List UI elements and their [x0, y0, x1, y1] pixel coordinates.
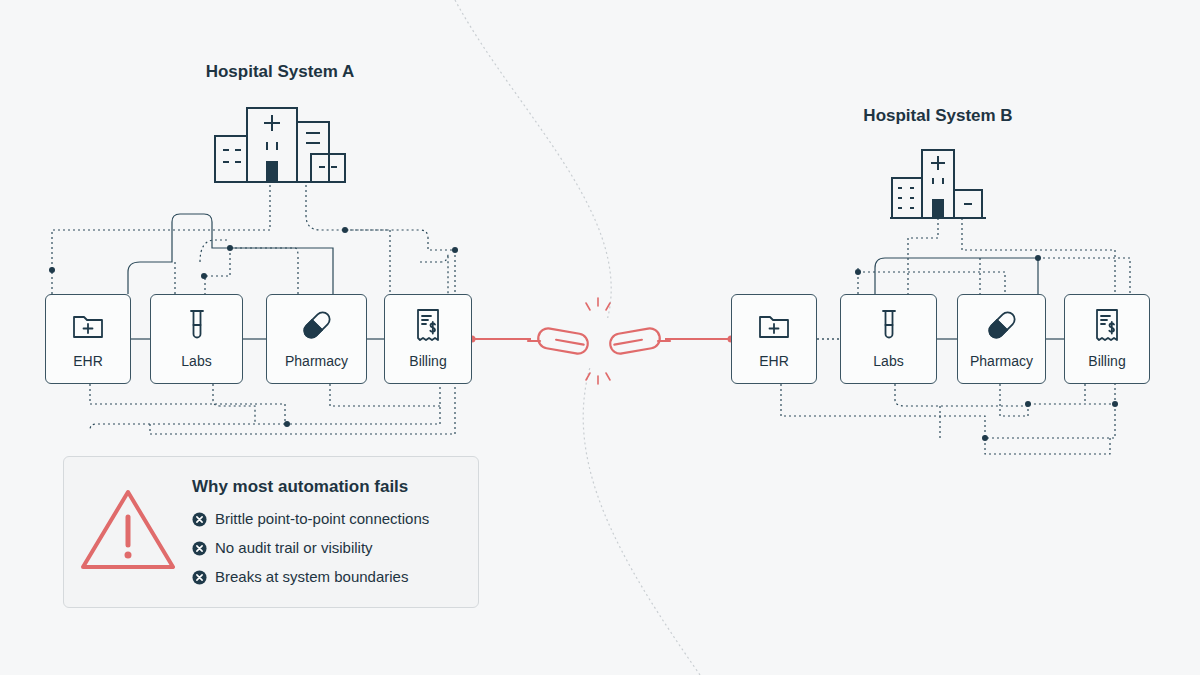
separator-line [455, 0, 700, 675]
folder-icon [754, 305, 794, 345]
hospital-title: Hospital System A [180, 62, 380, 82]
folder-icon [68, 305, 108, 345]
connector [243, 339, 266, 340]
box-label: EHR [732, 353, 816, 369]
connector-line [131, 338, 150, 339]
hospital-title: Hospital System B [838, 106, 1038, 126]
hospital-node: Hospital System B [838, 106, 1038, 218]
x-circle-icon [192, 541, 207, 556]
system-box: Labs [840, 294, 937, 384]
building-holder [888, 148, 988, 224]
bullet-text: Breaks at system boundaries [215, 568, 408, 585]
box-label: EHR [46, 353, 130, 369]
system-box: Pharmacy [266, 294, 367, 384]
warning-triangle [78, 487, 178, 573]
tube-icon [869, 305, 909, 345]
bullet-text: Brittle point-to-point connections [215, 510, 429, 527]
connector [817, 339, 840, 340]
callout-box: Why most automation failsBrittle point-t… [63, 456, 479, 608]
box-label: Pharmacy [958, 353, 1045, 369]
connector-line [472, 338, 731, 340]
spark-lines [586, 298, 610, 384]
building-holder [213, 104, 347, 188]
receipt-icon [1087, 305, 1127, 345]
connector-line [1046, 338, 1064, 339]
x-circle-icon [192, 570, 207, 585]
link-gap [531, 318, 665, 366]
hospital-building [888, 148, 988, 220]
chain-link-right [609, 327, 670, 355]
system-box: Labs [150, 294, 243, 384]
connector-line [937, 338, 957, 339]
system-box: EHR [731, 294, 817, 384]
callout-heading: Why most automation fails [192, 477, 408, 497]
connector [1046, 339, 1064, 340]
box-label: Labs [841, 353, 936, 369]
connector [131, 339, 150, 340]
box-label: Pharmacy [267, 353, 366, 369]
system-box: Billing [1064, 294, 1150, 384]
bullet-text: No audit trail or visibility [215, 539, 373, 556]
connector-line [243, 338, 266, 339]
connector-line [817, 338, 840, 339]
tube-icon [177, 305, 217, 345]
box-label: Billing [1065, 353, 1149, 369]
broken-connector [469, 336, 735, 343]
connector [367, 339, 384, 340]
hospital-node: Hospital System A [180, 62, 380, 186]
box-label: Labs [151, 353, 242, 369]
pill-icon [982, 305, 1022, 345]
chain-link-left [528, 327, 589, 355]
hospital-building [213, 104, 347, 184]
system-box: Pharmacy [957, 294, 1046, 384]
system-box: EHR [45, 294, 131, 384]
pill-icon [297, 305, 337, 345]
x-circle-icon [192, 512, 207, 527]
connector-line [367, 338, 384, 339]
receipt-icon [408, 305, 448, 345]
system-box: Billing [384, 294, 472, 384]
warning-holder [78, 487, 178, 577]
box-label: Billing [385, 353, 471, 369]
connector [937, 339, 957, 340]
